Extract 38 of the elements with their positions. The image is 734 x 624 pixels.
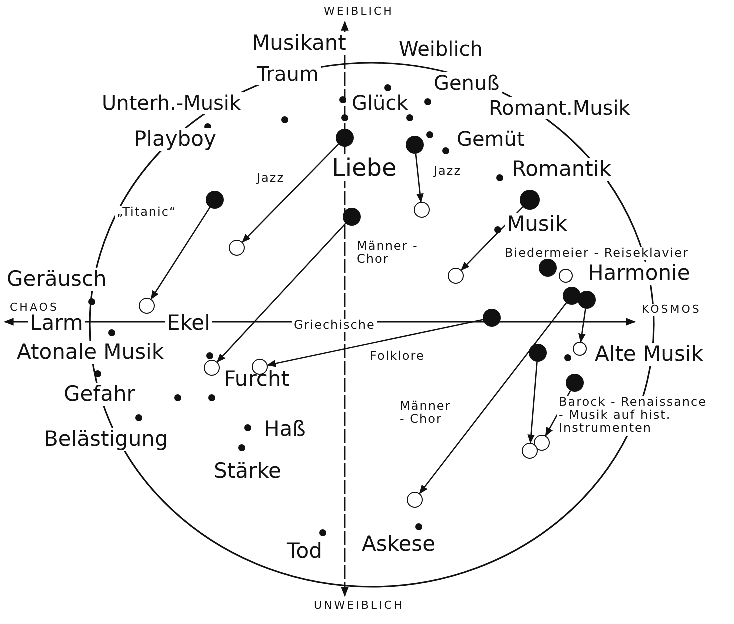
arrow — [150, 207, 211, 300]
arrow — [415, 154, 424, 203]
filled-dot — [566, 374, 584, 392]
filled-dot — [206, 191, 224, 209]
open-circle — [204, 360, 220, 376]
term-label: Traum — [255, 63, 321, 85]
filled-dot — [529, 344, 547, 362]
filled-dot — [520, 190, 540, 210]
arrow — [216, 223, 346, 363]
axis-or-note-label: Jazz — [255, 172, 286, 186]
open-circle — [448, 268, 464, 284]
open-circle — [229, 240, 245, 256]
axis-or-note-label: Griechische — [292, 319, 378, 332]
filled-dot — [563, 287, 581, 305]
term-label: Atonale Musik — [15, 341, 166, 364]
filled-dot — [406, 136, 424, 154]
open-circle — [573, 342, 587, 356]
term-label: Gefahr — [62, 383, 138, 406]
filled-dot — [578, 291, 596, 309]
filled-dot — [343, 208, 361, 226]
arrow — [242, 144, 340, 243]
term-label: Genuß — [432, 72, 502, 94]
open-circle — [407, 492, 423, 508]
open-circle — [522, 443, 538, 459]
open-circle — [414, 202, 430, 218]
open-circle — [139, 298, 155, 314]
open-circle — [559, 269, 573, 283]
open-circle — [534, 435, 550, 451]
term-label: Alte Musik — [593, 343, 706, 366]
axis-or-note-label: Biedermeier - Reiseklavier — [503, 247, 691, 260]
axis-or-note-label: Jazz — [432, 165, 464, 178]
arrow — [578, 308, 586, 343]
filled-dot — [539, 259, 557, 277]
arrow — [528, 362, 538, 444]
filled-dot — [483, 309, 501, 327]
arrow — [419, 302, 568, 494]
arrow — [266, 319, 484, 368]
filled-dot — [336, 129, 354, 147]
